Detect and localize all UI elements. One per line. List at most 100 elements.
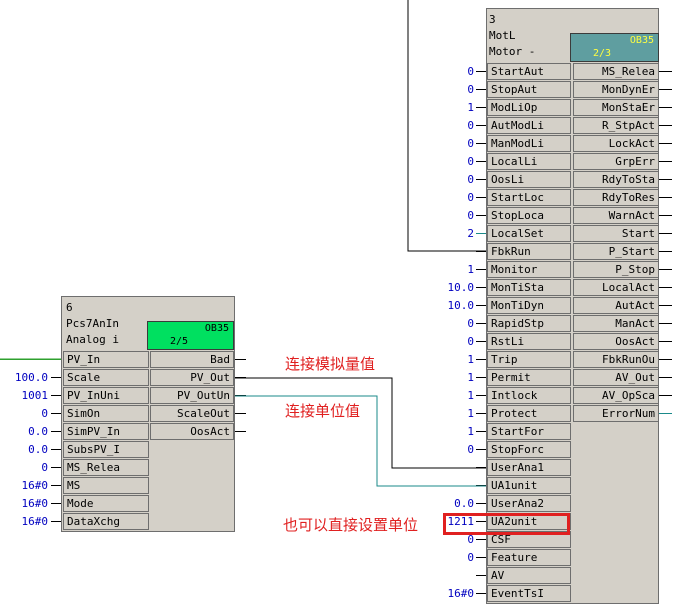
input-pin-feature[interactable]: Feature <box>487 549 571 566</box>
input-value-localli: 0 <box>467 155 474 168</box>
output-pin-warnact[interactable]: WarnAct <box>573 207 659 224</box>
output-pin-monstaer[interactable]: MonStaEr <box>573 99 659 116</box>
input-value-startloc: 0 <box>467 191 474 204</box>
input-value-pv-inuni: 1001 <box>21 389 49 402</box>
block-type: Pcs7AnIn <box>66 317 119 330</box>
input-pin-fbkrun[interactable]: FbkRun <box>487 243 571 260</box>
input-value-ms: 16#0 <box>21 479 49 492</box>
input-value-stoploca: 0 <box>467 209 474 222</box>
output-pin-r-stpact[interactable]: R_StpAct <box>573 117 659 134</box>
output-pin-lockact[interactable]: LockAct <box>573 135 659 152</box>
output-pin-fbkrunou[interactable]: FbkRunOu <box>573 351 659 368</box>
input-pin-csf[interactable]: CSF <box>487 531 571 548</box>
input-pin-startloc[interactable]: StartLoc <box>487 189 571 206</box>
input-pin-stoploca[interactable]: StopLoca <box>487 207 571 224</box>
output-pin-pv-outun[interactable]: PV_OutUn <box>150 387 234 404</box>
input-pin-stopaut[interactable]: StopAut <box>487 81 571 98</box>
input-pin-ms[interactable]: MS <box>63 477 149 494</box>
input-pin-rapidstp[interactable]: RapidStp <box>487 315 571 332</box>
input-pin-localli[interactable]: LocalLi <box>487 153 571 170</box>
input-pin-mode[interactable]: Mode <box>63 495 149 512</box>
input-value-startaut: 0 <box>467 65 474 78</box>
input-value-stopaut: 0 <box>467 83 474 96</box>
output-pin-start[interactable]: Start <box>573 225 659 242</box>
output-pin-av-out[interactable]: AV_Out <box>573 369 659 386</box>
input-value-rapidstp: 0 <box>467 317 474 330</box>
input-value-modliop: 1 <box>467 101 474 114</box>
input-pin-rstli[interactable]: RstLi <box>487 333 571 350</box>
input-pin-ua1unit[interactable]: UA1unit <box>487 477 571 494</box>
input-value-dataxchg: 16#0 <box>21 515 49 528</box>
input-pin-dataxchg[interactable]: DataXchg <box>63 513 149 530</box>
ob-sequence: 2/5 <box>170 336 189 347</box>
input-value-subspv-i: 0.0 <box>28 443 48 456</box>
output-pin-bad[interactable]: Bad <box>150 351 234 368</box>
input-pin-ms-relea[interactable]: MS_Relea <box>63 459 149 476</box>
input-pin-userana1[interactable]: UserAna1 <box>487 459 571 476</box>
output-pin-autact[interactable]: AutAct <box>573 297 659 314</box>
ob-runtime-group[interactable]: OB35 2/3 <box>570 33 659 62</box>
input-pin-stopforc[interactable]: StopForc <box>487 441 571 458</box>
input-pin-av[interactable]: AV <box>487 567 571 584</box>
input-pin-pv-in[interactable]: PV_In <box>63 351 149 368</box>
output-pin-rdytosta[interactable]: RdyToSta <box>573 171 659 188</box>
input-pin-autmodli[interactable]: AutModLi <box>487 117 571 134</box>
ob-sequence: 2/3 <box>593 48 612 59</box>
input-pin-simpv-in[interactable]: SimPV_In <box>63 423 149 440</box>
input-value-stopforc: 0 <box>467 443 474 456</box>
input-value-simpv-in: 0.0 <box>28 425 48 438</box>
output-pin-p-start[interactable]: P_Start <box>573 243 659 260</box>
input-pin-pv-inuni[interactable]: PV_InUni <box>63 387 149 404</box>
input-pin-userana2[interactable]: UserAna2 <box>487 495 571 512</box>
output-pin-localact[interactable]: LocalAct <box>573 279 659 296</box>
input-pin-manmodli[interactable]: ManModLi <box>487 135 571 152</box>
input-value-trip: 1 <box>467 353 474 366</box>
block-type: MotL <box>489 29 516 42</box>
output-pin-manact[interactable]: ManAct <box>573 315 659 332</box>
wire-pv-outun-to-ua1unit <box>235 395 486 487</box>
input-pin-montista[interactable]: MonTiSta <box>487 279 571 296</box>
input-value-mode: 16#0 <box>21 497 49 510</box>
input-value-startfor: 1 <box>467 425 474 438</box>
input-value-rstli: 0 <box>467 335 474 348</box>
output-pin-oosact[interactable]: OosAct <box>573 333 659 350</box>
output-pin-p-stop[interactable]: P_Stop <box>573 261 659 278</box>
input-value-montista: 10.0 <box>447 281 475 294</box>
input-value-autmodli: 0 <box>467 119 474 132</box>
output-pin-errornum[interactable]: ErrorNum <box>573 405 659 422</box>
input-pin-subspv-i[interactable]: SubsPV_I <box>63 441 149 458</box>
output-pin-oosact[interactable]: OosAct <box>150 423 234 440</box>
input-pin-oosli[interactable]: OosLi <box>487 171 571 188</box>
ob-runtime-group[interactable]: OB35 2/5 <box>147 321 234 350</box>
input-pin-modliop[interactable]: ModLiOp <box>487 99 571 116</box>
input-value-eventtsi: 16#0 <box>447 587 475 600</box>
input-pin-startfor[interactable]: StartFor <box>487 423 571 440</box>
output-pin-av-opsca[interactable]: AV_OpSca <box>573 387 659 404</box>
input-pin-eventtsi[interactable]: EventTsI <box>487 585 571 602</box>
input-pin-montidyn[interactable]: MonTiDyn <box>487 297 571 314</box>
input-pin-ua2unit[interactable]: UA2unit <box>487 513 571 530</box>
input-pin-trip[interactable]: Trip <box>487 351 571 368</box>
annotation-analog-link: 连接模拟量值 <box>285 355 376 373</box>
input-pin-protect[interactable]: Protect <box>487 405 571 422</box>
output-pin-pv-out[interactable]: PV_Out <box>150 369 234 386</box>
output-pin-ms-relea[interactable]: MS_Relea <box>573 63 659 80</box>
input-pin-intlock[interactable]: Intlock <box>487 387 571 404</box>
input-pin-simon[interactable]: SimOn <box>63 405 149 422</box>
block-comment: Analog i <box>66 333 119 346</box>
input-value-ua2unit: 1211 <box>447 515 475 528</box>
input-pin-permit[interactable]: Permit <box>487 369 571 386</box>
annotation-unit-link: 连接单位值 <box>285 402 361 420</box>
output-pin-grperr[interactable]: GrpErr <box>573 153 659 170</box>
input-pin-monitor[interactable]: Monitor <box>487 261 571 278</box>
input-pin-localset[interactable]: LocalSet <box>487 225 571 242</box>
output-pin-scaleout[interactable]: ScaleOut <box>150 405 234 422</box>
input-pin-startaut[interactable]: StartAut <box>487 63 571 80</box>
output-pin-mondyner[interactable]: MonDynEr <box>573 81 659 98</box>
input-value-manmodli: 0 <box>467 137 474 150</box>
output-pin-rdytores[interactable]: RdyToRes <box>573 189 659 206</box>
input-pin-scale[interactable]: Scale <box>63 369 149 386</box>
input-value-csf: 0 <box>467 533 474 546</box>
ua2unit-highlight-box <box>443 513 570 535</box>
input-value-monitor: 1 <box>467 263 474 276</box>
